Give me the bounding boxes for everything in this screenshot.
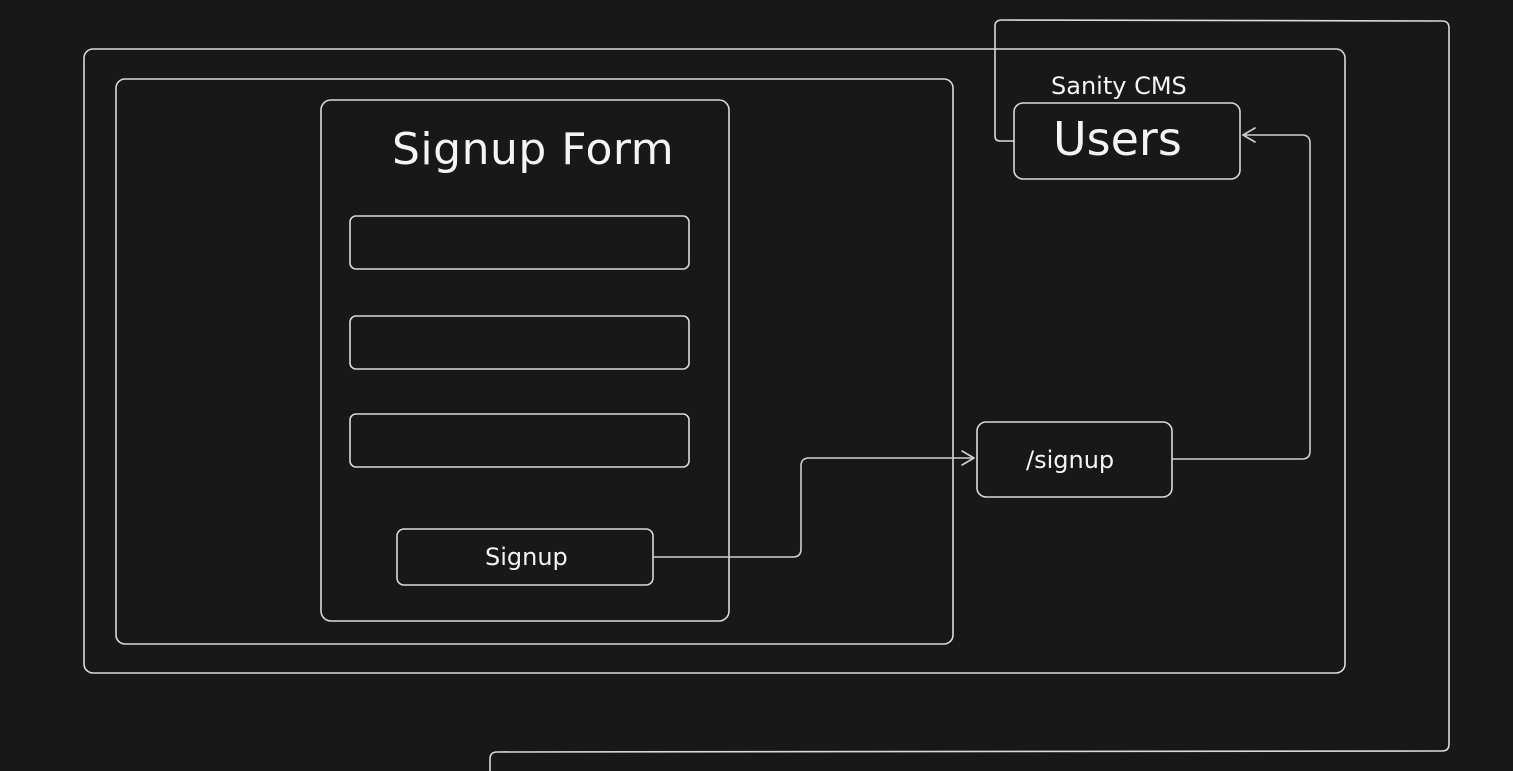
app-frame	[83, 48, 1346, 674]
form-input-1[interactable]	[349, 215, 690, 270]
endpoint-to-users-arrowhead	[1242, 127, 1256, 143]
users-collection-box	[1013, 102, 1241, 180]
signup-form-title: Signup Form	[392, 124, 675, 175]
signup-endpoint-label: /signup	[1026, 446, 1115, 474]
form-input-3[interactable]	[349, 413, 690, 468]
endpoint-to-users-arrow	[1171, 134, 1311, 460]
signup-form-card	[320, 99, 730, 622]
users-collection-label: Users	[1053, 112, 1182, 166]
page-frame	[115, 78, 954, 645]
signup-button-label: Signup	[485, 543, 568, 571]
sanity-cms-label: Sanity CMS	[1051, 72, 1187, 100]
form-input-2[interactable]	[349, 315, 690, 370]
button-to-endpoint-arrow	[652, 457, 975, 558]
outer-loop-connector	[489, 19, 1450, 771]
button-to-endpoint-arrowhead	[961, 450, 975, 466]
